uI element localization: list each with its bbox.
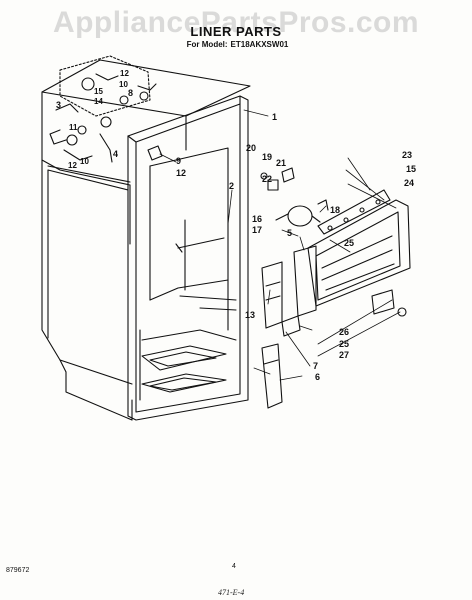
callout-17: 17 xyxy=(252,225,262,235)
callout-3: 3 xyxy=(56,100,61,110)
callout-9: 9 xyxy=(176,156,181,166)
model-label: For Model: xyxy=(186,40,228,49)
callout-2: 2 xyxy=(229,181,234,191)
liner-interior xyxy=(139,147,237,401)
callout-21: 21 xyxy=(276,158,286,168)
callout-15-right: 15 xyxy=(406,164,416,174)
leader-lines xyxy=(159,109,401,381)
document-number: 879672 xyxy=(6,567,30,574)
callout-25-lower: 25 xyxy=(339,339,349,349)
callout-12-right: 12 xyxy=(176,168,186,178)
model-number: ET18AKXSW01 xyxy=(230,40,289,49)
callout-24: 24 xyxy=(404,178,414,188)
cabinet-outline xyxy=(41,59,251,421)
watermark: AppliancePartsPros.com xyxy=(52,6,420,39)
callout-18: 18 xyxy=(330,205,340,215)
callout-19: 19 xyxy=(262,152,272,162)
callout-7: 7 xyxy=(313,361,318,371)
callout-8: 8 xyxy=(128,88,133,98)
callout-15-left: 15 xyxy=(94,87,103,96)
exploded-parts xyxy=(147,145,411,409)
callout-6: 6 xyxy=(315,372,320,382)
callout-5: 5 xyxy=(287,228,292,238)
page-number: 4 xyxy=(232,563,236,570)
callout-4: 4 xyxy=(113,149,118,159)
callout-27: 27 xyxy=(339,350,349,360)
callout-13: 13 xyxy=(245,310,255,320)
callout-14: 14 xyxy=(94,97,103,106)
callout-10-left: 10 xyxy=(80,157,89,166)
callout-labels: 1 2 3 4 5 6 7 8 9 10 10 11 12 12 12 13 1… xyxy=(56,69,416,382)
callout-12-top: 12 xyxy=(120,69,129,78)
callout-1: 1 xyxy=(272,112,277,122)
liner-frame xyxy=(127,95,249,421)
callout-25-upper: 25 xyxy=(344,238,354,248)
model-line: For Model:ET18AKXSW01 xyxy=(0,40,472,49)
callout-26: 26 xyxy=(339,327,349,337)
callout-23: 23 xyxy=(402,150,412,160)
callout-22: 22 xyxy=(262,174,272,184)
page-title: LINER PARTS xyxy=(190,24,282,39)
callout-11: 11 xyxy=(69,123,78,132)
callout-16: 16 xyxy=(252,214,262,224)
callout-20: 20 xyxy=(246,143,256,153)
callout-10-top: 10 xyxy=(119,80,128,89)
callout-12-left: 12 xyxy=(68,161,77,170)
control-cluster xyxy=(49,55,157,163)
handwritten-note: 471-E-4 xyxy=(218,588,245,597)
